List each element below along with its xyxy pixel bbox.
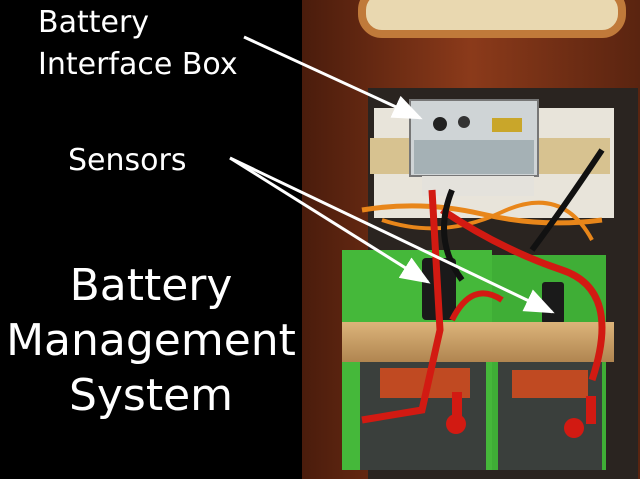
- bms-title: Battery Management System: [0, 258, 302, 423]
- battery-right-warning: [512, 370, 588, 398]
- sensors-label: Sensors: [68, 143, 187, 178]
- interface-box-lid: [414, 140, 534, 174]
- interface-box-terminal: [492, 118, 522, 132]
- battery-interface-box-label-line2: Interface Box: [38, 47, 238, 82]
- battery-terminal-post: [452, 392, 462, 420]
- wooden-beam: [342, 322, 614, 362]
- battery-terminal: [564, 418, 584, 438]
- battery-compartment-photo: [302, 0, 640, 479]
- battery-interface-box-label-line1: Battery: [38, 5, 150, 40]
- interface-box-connector-strip: [422, 176, 534, 196]
- battery-terminal-post: [586, 396, 596, 424]
- sensor-right: [542, 282, 564, 324]
- interface-box-component: [458, 116, 470, 128]
- porthole-window: [358, 0, 626, 38]
- bms-title-line3: System: [68, 370, 234, 421]
- bms-title-line2: Management: [6, 315, 296, 366]
- bms-title-line1: Battery: [69, 260, 233, 311]
- interface-box-component: [433, 117, 447, 131]
- battery-interface-box-label: Battery Interface Box: [38, 2, 238, 86]
